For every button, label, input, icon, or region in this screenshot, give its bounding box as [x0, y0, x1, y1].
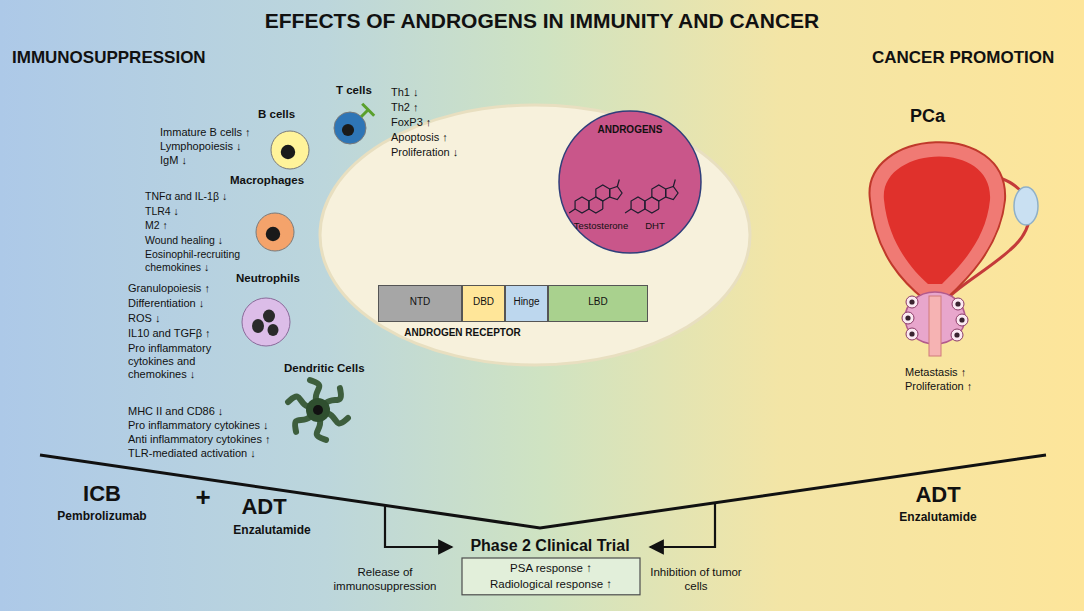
effect-item: Granulopoiesis ↑: [128, 282, 234, 295]
effect-item: Proliferation ↓: [391, 146, 481, 159]
drug-name: Enzalutamide: [222, 523, 322, 537]
effect-item: Proliferation ↑: [905, 380, 1015, 393]
node-heading: NTD: [378, 296, 462, 308]
node-heading: Dendritic Cells: [284, 362, 380, 376]
receptor-domain: NTD: [378, 285, 462, 322]
arrow-label: Release of immunosuppression: [333, 566, 437, 594]
node-heading: T cells: [336, 84, 388, 98]
node-heading: DBD: [462, 296, 505, 308]
receptor-domain: Hinge: [505, 285, 548, 322]
arrow-label: Inhibition of tumor cells: [644, 566, 748, 594]
effect-item: IL10 and TGFβ ↑: [128, 327, 234, 340]
effect-item: Pro inflammatory cytokines ↓: [128, 419, 280, 432]
effect-item: Anti inflammatory cytokines ↑: [128, 433, 280, 446]
node-heading: B cells: [258, 108, 333, 122]
balance-beam: [40, 455, 1046, 528]
effect-item: Immature B cells ↑: [160, 126, 265, 139]
neutrophil-cell: Neutrophils: [234, 272, 314, 352]
androgen-ellipse: ANDROGEN RECEPTOR ANDROGENS TestosteroneDH…: [320, 105, 750, 365]
node-heading: Hinge: [505, 296, 548, 308]
effect-item: Differentiation ↓: [128, 297, 234, 310]
effect-item: Apoptosis ↑: [391, 131, 481, 144]
effect-item: TLR4 ↓: [145, 205, 253, 218]
node-heading: Phase 2 Clinical Trial: [450, 536, 650, 555]
effect-item: Th1 ↓: [391, 86, 481, 99]
node-text: PSA response ↑: [462, 562, 640, 576]
node-heading: Macrophages: [230, 174, 316, 188]
effect-item: Lymphopoiesis ↓: [160, 140, 265, 153]
effect-item: Pro inflammatory cytokines and chemokine…: [128, 342, 234, 382]
effect-item: FoxP3 ↑: [391, 116, 481, 129]
trial-box: Phase 2 Clinical TrialPSA response ↑ Radi…: [450, 536, 650, 604]
effect-item: ROS ↓: [128, 312, 234, 325]
effect-item: Eosinophil-recruiting chemokines ↓: [145, 248, 253, 273]
therapy-name: ICB: [62, 481, 142, 507]
macrophage-cell: Macrophages: [228, 174, 318, 254]
effect-item: Th2 ↑: [391, 101, 481, 114]
node-heading: Neutrophils: [236, 272, 312, 286]
node-heading: ANDROGEN RECEPTOR: [400, 327, 525, 339]
effect-item: Metastasis ↑: [905, 366, 1015, 379]
node-text: Testosterone: [566, 220, 636, 231]
receptor-domain: LBD: [548, 285, 648, 322]
node-text: Radiological response ↑: [462, 578, 640, 592]
effect-item: TNFα and IL-1β ↓: [145, 190, 253, 203]
node-heading: ANDROGENS: [580, 124, 680, 136]
effect-item: TLR-mediated activation ↓: [128, 447, 280, 460]
receptor-domain: DBD: [462, 285, 505, 322]
effect-item: Wound healing ↓: [145, 234, 253, 247]
drug-name: Enzalutamide: [888, 510, 988, 524]
steroid-structure: [569, 180, 678, 213]
therapy-name: ADT: [903, 482, 973, 508]
drug-name: Pembrolizumab: [52, 509, 152, 523]
node-heading: LBD: [548, 296, 648, 308]
effect-item: M2 ↑: [145, 219, 253, 232]
section-heading: IMMUNOSUPPRESSION: [12, 48, 262, 68]
node-text: DHT: [625, 220, 685, 231]
t-cell: T cells: [333, 84, 389, 152]
b-cell: B cells: [255, 108, 335, 178]
dendritic-cell: Dendritic Cells: [282, 362, 382, 448]
androgens-circle: ANDROGENS TestosteroneDHT: [558, 110, 702, 254]
section-heading: CANCER PROMOTION: [872, 48, 1077, 68]
effect-item: MHC II and CD86 ↓: [128, 405, 280, 418]
cancer-label: PCa: [910, 106, 990, 128]
plus-sign: +: [190, 482, 216, 513]
therapy-name: ADT: [236, 494, 292, 520]
prostate-illustration: [870, 142, 1038, 356]
inhibition-arrow: [650, 503, 715, 547]
dendritic-cell-shape: [282, 362, 382, 448]
release-arrow: [385, 505, 452, 547]
effect-item: IgM ↓: [160, 154, 265, 167]
diagram-title: EFFECTS OF ANDROGENS IN IMMUNITY AND CAN…: [0, 8, 1084, 33]
